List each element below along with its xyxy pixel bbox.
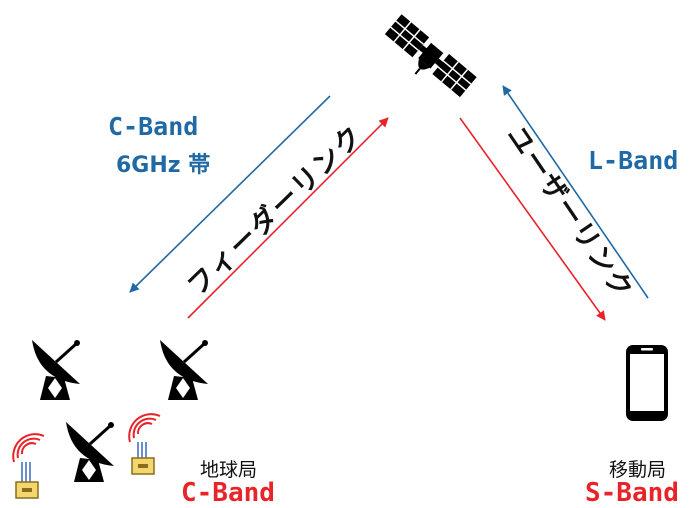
feeder-band-label: C-Band xyxy=(108,112,199,141)
user-downlink-arrow xyxy=(459,117,606,321)
smartphone-icon xyxy=(626,345,668,421)
mobile-station-label: 移動局 xyxy=(609,459,667,481)
feeder-uplink-arrow xyxy=(187,117,389,319)
ground-station-label: 地球局 xyxy=(200,459,258,481)
signal-terminal-icon xyxy=(12,433,45,499)
feeder-frequency-label: 6GHz 帯 xyxy=(116,153,211,178)
user-band-label: L-Band xyxy=(588,146,679,175)
ground-station-band-label: C-Band xyxy=(181,478,275,508)
mobile-station-band-label: S-Band xyxy=(585,478,679,508)
signal-terminal-icon xyxy=(128,413,161,475)
feeder-downlink-arrow xyxy=(129,95,331,293)
satellite-icon xyxy=(384,14,477,98)
user-uplink-arrow xyxy=(502,85,649,299)
satellite-dish-icon xyxy=(160,340,208,400)
satellite-dish-icon xyxy=(32,340,80,400)
satellite-dish-icon xyxy=(66,422,114,482)
